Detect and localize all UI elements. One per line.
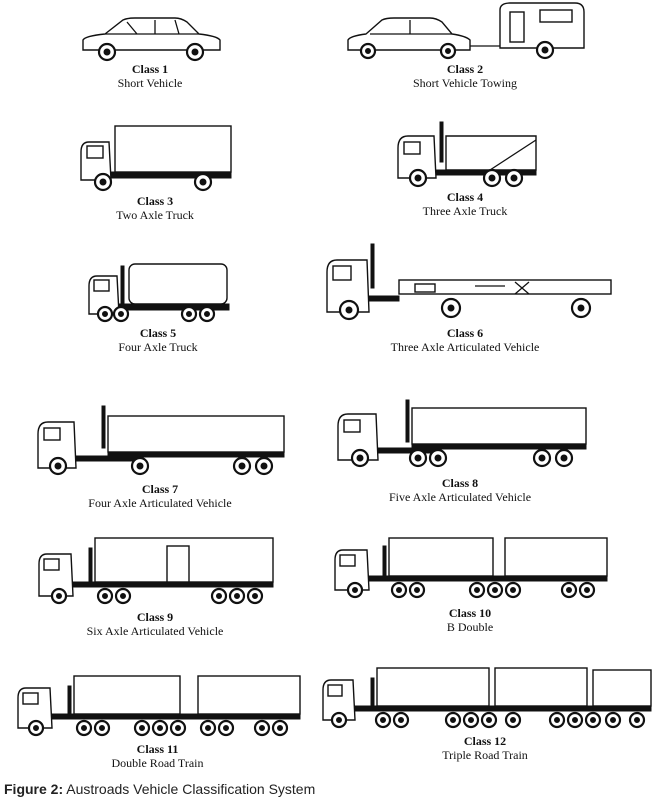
class-number-label: Class 1 <box>131 62 169 76</box>
car-icon <box>82 17 221 62</box>
class-number-label: Class 8 <box>441 476 479 490</box>
vehicle-class-8: Class 8 Five Axle Articulated Vehicle <box>325 398 595 504</box>
class-name-label: Six Axle Articulated Vehicle <box>86 624 224 638</box>
class-name-label: Five Axle Articulated Vehicle <box>388 490 532 504</box>
three-axle-articulated-icon <box>326 243 612 321</box>
class-name-label: Triple Road Train <box>442 748 528 762</box>
three-axle-truck-icon <box>397 121 537 188</box>
class-name-label: B Double <box>446 620 494 634</box>
four-axle-articulated-icon <box>37 405 285 476</box>
vehicle-class-2: Class 2 Short Vehicle Towing <box>335 0 595 90</box>
class-number-label: Class 4 <box>446 190 484 204</box>
class-name-label: Double Road Train <box>111 756 204 770</box>
vehicle-class-11: Class 11 Double Road Train <box>10 670 305 770</box>
class-number-label: Class 12 <box>463 734 507 748</box>
class-number-label: Class 9 <box>136 610 174 624</box>
car-with-caravan-icon <box>347 2 585 60</box>
class-number-label: Class 5 <box>139 326 177 340</box>
class-name-label: Three Axle Truck <box>422 204 508 218</box>
vehicle-class-9: Class 9 Six Axle Articulated Vehicle <box>30 534 280 638</box>
class-name-label: Four Axle Articulated Vehicle <box>88 496 232 510</box>
vehicle-class-6: Class 6 Three Axle Articulated Vehicle <box>310 242 620 354</box>
double-road-train-icon <box>16 675 301 737</box>
vehicle-class-12: Class 12 Triple Road Train <box>315 662 655 762</box>
triple-road-train-icon <box>322 667 652 729</box>
figure-caption-text: Austroads Vehicle Classification System <box>66 781 316 797</box>
two-axle-truck-icon <box>80 125 232 192</box>
class-number-label: Class 11 <box>136 742 179 756</box>
class-name-label: Short Vehicle <box>117 76 183 90</box>
class-number-label: Class 3 <box>136 194 174 208</box>
four-axle-truck-icon <box>88 263 230 323</box>
class-name-label: Two Axle Truck <box>116 208 194 222</box>
figure-caption-prefix: Figure 2: <box>4 781 64 797</box>
six-axle-articulated-icon <box>37 537 274 605</box>
vehicle-class-3: Class 3 Two Axle Truck <box>70 122 240 222</box>
vehicle-class-4: Class 4 Three Axle Truck <box>385 120 545 218</box>
vehicle-class-7: Class 7 Four Axle Articulated Vehicle <box>25 402 295 510</box>
class-name-label: Three Axle Articulated Vehicle <box>390 340 540 354</box>
five-axle-articulated-icon <box>337 399 587 468</box>
vehicle-class-10: Class 10 B Double <box>325 532 615 634</box>
class-name-label: Four Axle Truck <box>118 340 198 354</box>
figure-caption: Figure 2: Austroads Vehicle Classificati… <box>4 781 315 797</box>
class-name-label: Short Vehicle Towing <box>412 76 518 90</box>
vehicle-class-1: Class 1 Short Vehicle <box>70 12 230 90</box>
vehicle-class-5: Class 5 Four Axle Truck <box>78 258 238 354</box>
b-double-icon <box>334 537 608 599</box>
class-number-label: Class 10 <box>448 606 492 620</box>
class-number-label: Class 7 <box>141 482 179 496</box>
class-number-label: Class 2 <box>446 62 484 76</box>
class-number-label: Class 6 <box>446 326 484 340</box>
